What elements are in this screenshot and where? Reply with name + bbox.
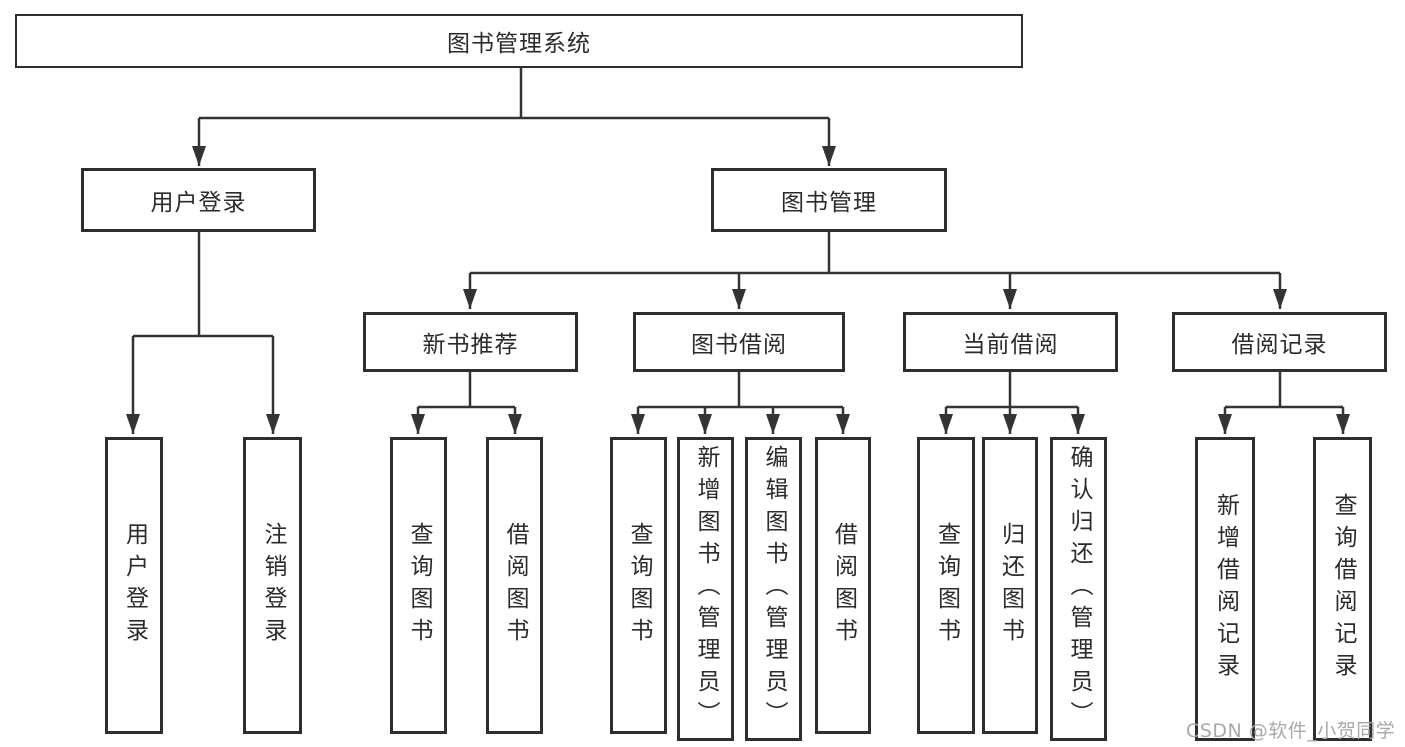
node-user-login: 用户登录 bbox=[81, 168, 316, 232]
node-borrow-records: 借阅记录 bbox=[1172, 312, 1387, 372]
node-label: 图书管理 bbox=[781, 190, 877, 216]
leaf-user-login: 用户登录 bbox=[105, 437, 163, 734]
leaf-borrow-book: 借阅图书 bbox=[815, 437, 871, 734]
connector-book-borrow bbox=[631, 372, 850, 434]
leaf-logout: 注销登录 bbox=[243, 437, 302, 734]
node-label: 借阅图书 bbox=[830, 521, 857, 650]
csdn-watermark: CSDN @软件_小贺同学 bbox=[1186, 720, 1396, 742]
node-label: 查询图书 bbox=[626, 521, 652, 650]
node-library-system: 图书管理系统 bbox=[15, 14, 1023, 68]
node-label: 注销登录 bbox=[260, 521, 286, 650]
node-label: 新书推荐 bbox=[422, 332, 519, 358]
leaf-query-books-current: 查询图书 bbox=[917, 437, 975, 734]
connector-root bbox=[192, 68, 836, 166]
node-label: 查询借阅记录 bbox=[1330, 493, 1356, 685]
connector-borrow-records bbox=[1218, 372, 1350, 434]
node-label: 图书借阅 bbox=[691, 332, 787, 358]
node-label: 图书管理系统 bbox=[447, 31, 591, 57]
leaf-query-books-recommend: 查询图书 bbox=[390, 437, 447, 734]
node-new-book-recommend: 新书推荐 bbox=[363, 312, 578, 372]
node-label: 确认归还（管理员） bbox=[1066, 445, 1092, 733]
node-book-borrow: 图书借阅 bbox=[633, 312, 845, 372]
node-label: 归还图书 bbox=[997, 521, 1024, 650]
leaf-return-book: 归还图书 bbox=[982, 437, 1038, 734]
connector-user-login bbox=[126, 232, 280, 434]
node-label: 新增借阅记录 bbox=[1212, 493, 1239, 685]
leaf-query-books-borrow: 查询图书 bbox=[610, 437, 667, 734]
leaf-add-borrow-record: 新增借阅记录 bbox=[1195, 437, 1255, 741]
leaf-add-book-admin: 新增图书（管理员） bbox=[677, 437, 734, 741]
node-current-borrow: 当前借阅 bbox=[903, 312, 1118, 372]
node-label: 编辑图书（管理员） bbox=[761, 445, 787, 733]
node-label: 借阅图书 bbox=[502, 521, 528, 650]
connector-new-book-recommend bbox=[411, 372, 522, 434]
leaf-query-borrow-record: 查询借阅记录 bbox=[1313, 437, 1372, 741]
node-label: 查询图书 bbox=[406, 521, 432, 650]
node-label: 查询图书 bbox=[933, 521, 960, 650]
leaf-confirm-return-admin: 确认归还（管理员） bbox=[1050, 437, 1107, 741]
node-book-management: 图书管理 bbox=[711, 168, 947, 232]
connector-current-borrow bbox=[939, 372, 1085, 434]
leaf-edit-book-admin: 编辑图书（管理员） bbox=[745, 437, 802, 741]
node-label: 新增图书（管理员） bbox=[693, 445, 719, 733]
node-label: 当前借阅 bbox=[962, 332, 1059, 358]
node-label: 用户登录 bbox=[150, 190, 247, 216]
leaf-borrow-books-recommend: 借阅图书 bbox=[486, 437, 543, 734]
node-label: 借阅记录 bbox=[1231, 332, 1328, 358]
node-label: 用户登录 bbox=[121, 521, 148, 650]
connector-book-management bbox=[463, 232, 1287, 309]
